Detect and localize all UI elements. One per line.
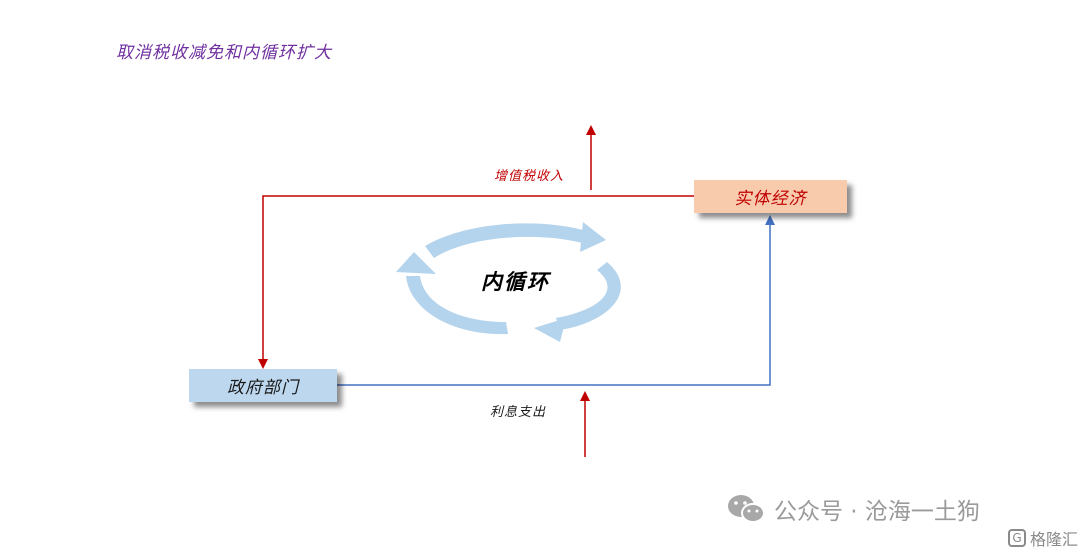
page-title: 取消税收减免和内循环扩大 <box>116 43 332 63</box>
watermark: 公众号 · 沧海一土狗 <box>726 492 980 526</box>
economy-node: 实体经济 <box>694 180 847 213</box>
interest-expense-label: 利息支出 <box>490 405 547 420</box>
brand-logo-icon: G <box>1008 529 1026 547</box>
cycle-label: 内循环 <box>481 269 550 294</box>
tax-income-label: 增值税收入 <box>494 169 565 184</box>
watermark-text: 公众号 · 沧海一土狗 <box>774 499 980 525</box>
brand-mark: G 格隆汇 <box>1008 526 1078 550</box>
brand-text: 格隆汇 <box>1030 530 1079 549</box>
cycle-arrows-icon <box>396 222 621 342</box>
wechat-icon <box>728 495 765 523</box>
interest-flow-line <box>337 215 775 386</box>
tax-flow-line <box>258 195 694 369</box>
government-node: 政府部门 <box>189 369 337 402</box>
